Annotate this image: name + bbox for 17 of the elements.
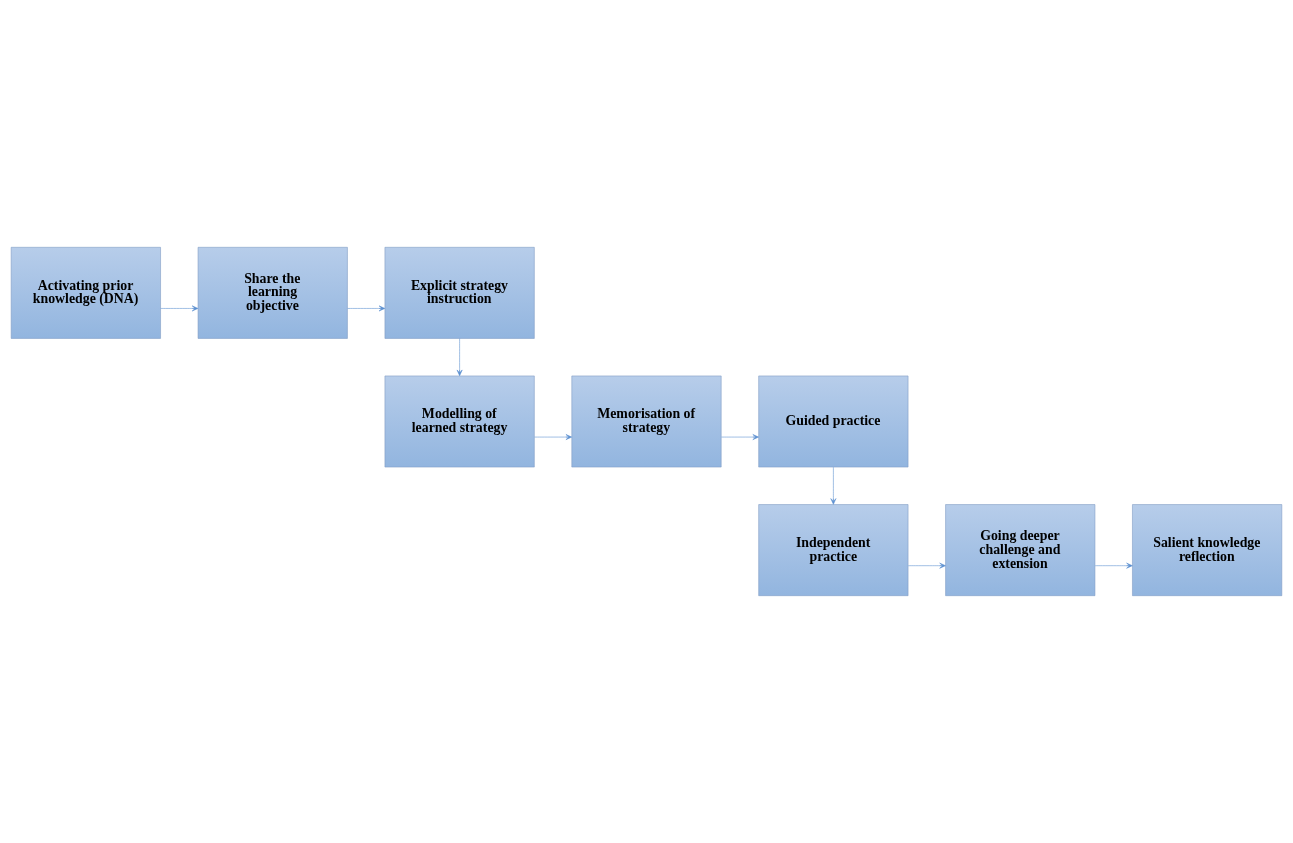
arrow bbox=[347, 305, 386, 312]
arrow bbox=[830, 466, 837, 505]
arrow bbox=[160, 305, 199, 312]
node-box: Salient knowledge reflection bbox=[1132, 504, 1283, 596]
node-box: Guided practice bbox=[758, 375, 909, 468]
arrow bbox=[456, 338, 463, 376]
arrow bbox=[1094, 562, 1133, 569]
node-box: Independent practice bbox=[758, 504, 909, 596]
node-box: Memorisation of strategy bbox=[571, 375, 722, 468]
node-box: Activating prior knowledge (DNA) bbox=[10, 247, 161, 339]
arrow bbox=[908, 562, 946, 569]
node-box: Explicit strategy instruction bbox=[384, 247, 535, 339]
arrow bbox=[534, 434, 572, 440]
node-box: Share the learning objective bbox=[197, 247, 348, 339]
arrow bbox=[721, 434, 759, 440]
node-box: Modelling of learned strategy bbox=[384, 375, 535, 468]
node-box: Going deeper challenge and extension bbox=[945, 504, 1096, 596]
